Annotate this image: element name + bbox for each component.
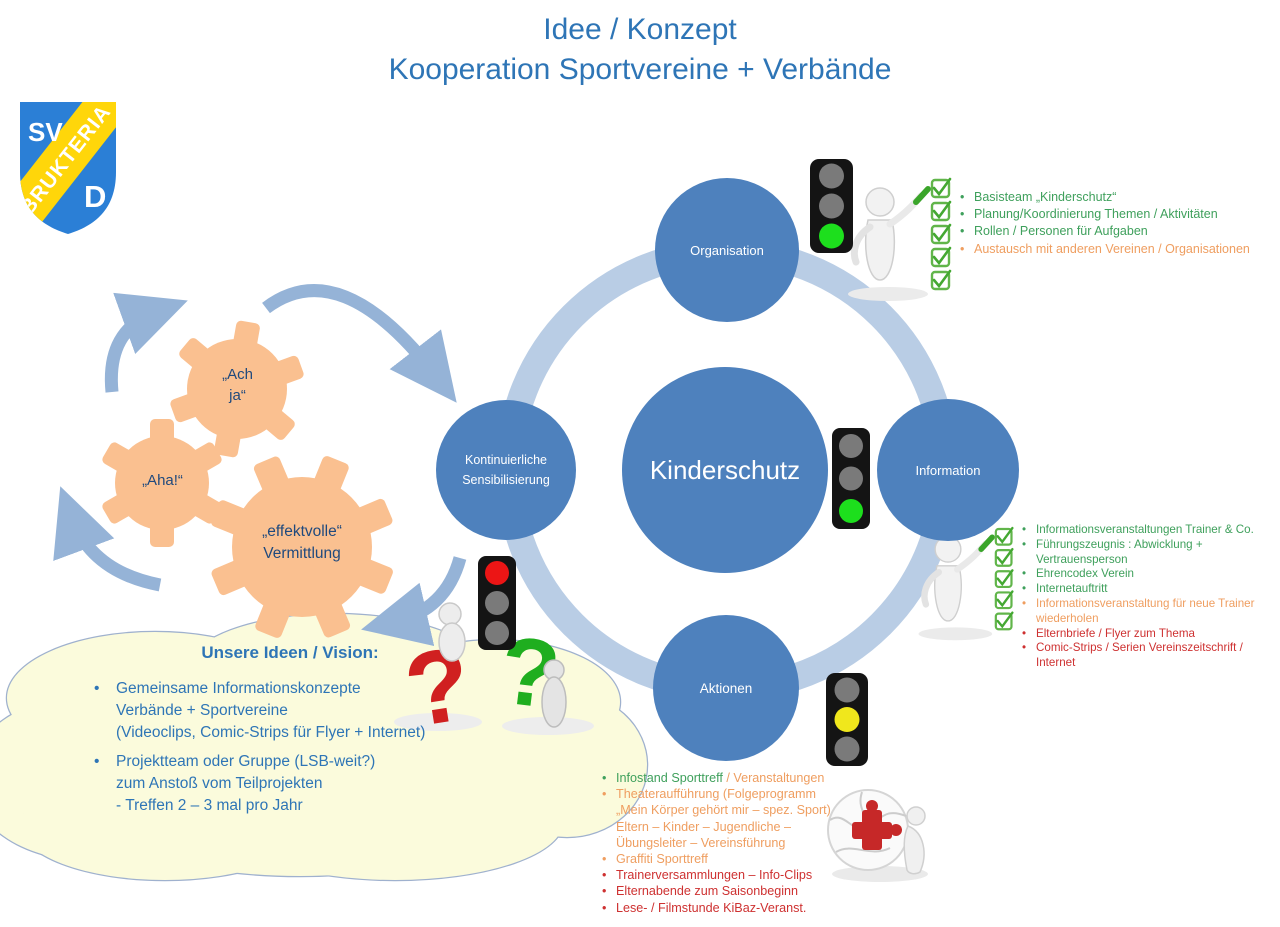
node-aktionen: Aktionen [653,615,799,761]
node-label: Kontinuierliche Sensibilisierung [462,453,550,487]
cloud-title: Unsere Ideen / Vision: [201,643,379,662]
traffic-light-icon [826,673,868,766]
traffic-light-icon [478,556,516,650]
cycle-arrow-icon [361,556,467,647]
title-line-2: Kooperation Sportvereine + Verbände [388,53,892,86]
gear-icon [170,320,304,458]
gear-label-vermittlung: „effektvolle“ Vermittlung [262,523,342,562]
gear-label-ach-ja: „Ach ja“ [222,366,253,404]
title-line-1: Idee / Konzept [543,13,737,46]
logo-d-text: D [84,179,106,214]
node-label: Information [915,462,981,478]
club-crest-logo: BRUKTERIA SV D [20,102,116,234]
list-item: Informationsveranstaltung für neue Train… [1020,597,1280,627]
list-item: Planung/Koordinierung Themen / Aktivität… [958,206,1278,222]
list-item: Elternbriefe / Flyer zum Thema [1020,627,1280,642]
cloud-idea-list: Gemeinsame Informationskonzepte Verbände… [86,678,516,824]
information-list: Informationsveranstaltungen Trainer & Co… [1020,523,1280,671]
traffic-light-icon [832,428,870,529]
list-item: Rollen / Personen für Aufgaben [958,223,1278,239]
sitting-figure-icon [438,602,466,662]
list-item: Trainerversammlungen – Info-Clips [600,867,852,883]
node-label: Organisation [690,242,764,258]
list-item: Comic-Strips / Serien Vereinszeitschrift… [1020,641,1280,671]
cycle-arrow-icon [262,284,457,403]
gear-icon [102,419,222,547]
list-item: Lese- / Filmstunde KiBaz-Veranst. [600,900,852,916]
node-label: Kinderschutz [649,454,801,485]
traffic-light-icon [810,159,853,253]
list-item-segment: / Veranstaltungen [726,771,825,785]
list-item-segment: Infostand Sporttreff [616,771,727,785]
gear-label-aha: „Aha!“ [142,472,183,489]
page-title: Idee / Konzept Kooperation Sportvereine … [0,10,1280,90]
list-item: Ehrencodex Verein [1020,567,1280,582]
list-item: Elternabende zum Saisonbeginn [600,883,852,899]
gear-icon [211,456,393,638]
list-item: Informationsveranstaltungen Trainer & Co… [1020,523,1280,538]
list-item: Infostand Sporttreff / Veranstaltungen [600,770,852,786]
cycle-arrows [53,284,467,647]
cycle-arrow-icon [104,292,188,393]
list-item: Projektteam oder Gruppe (LSB-weit?) zum … [86,751,516,817]
cycle-arrow-icon [53,486,162,592]
list-item: Basisteam „Kinderschutz“ [958,189,1278,205]
checklist-figure-icon [848,179,950,301]
list-item: Führungszeugnis : Abwicklung + Vertrauen… [1020,538,1280,568]
logo-sv-text: SV [28,117,63,147]
node-organisation: Organisation [655,178,799,322]
list-item: Austausch mit anderen Vereinen / Organis… [958,241,1278,257]
node-information: Information [877,399,1019,541]
organisation-list: Basisteam „Kinderschutz“ Planung/Koordin… [958,189,1278,258]
list-item: Graffiti Sporttreff [600,851,852,867]
aktionen-list: Infostand Sporttreff / Veranstaltungen T… [600,770,852,916]
list-item: Internetauftritt [1020,582,1280,597]
standing-figure-icon [541,659,567,728]
node-label: Aktionen [699,680,753,696]
node-kinderschutz: Kinderschutz [622,367,828,573]
list-item: Theateraufführung (Folgeprogramm „Mein K… [600,786,852,851]
list-item: Gemeinsame Informationskonzepte Verbände… [86,678,516,744]
node-sensibilisierung: Kontinuierliche Sensibilisierung [436,400,576,540]
